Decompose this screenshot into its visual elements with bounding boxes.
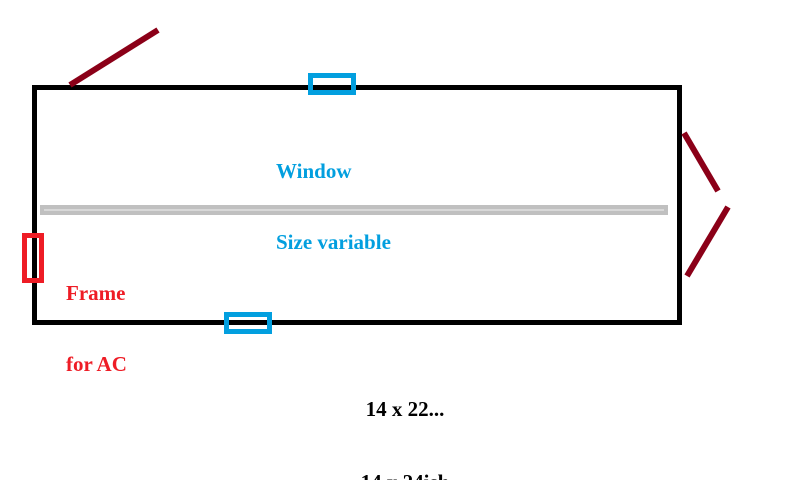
ac-frame-opening-marker bbox=[22, 233, 44, 283]
dimension-caption: 14 x 22... 14 x 24ish (not to scale) bbox=[295, 350, 515, 480]
leader-line-top-left bbox=[68, 27, 160, 88]
dimension-caption-line-2: 14 x 24ish bbox=[295, 470, 515, 480]
leader-line-right-upper bbox=[681, 131, 721, 193]
interior-divider-highlight bbox=[44, 209, 664, 211]
window-label-line-2: Size variable bbox=[276, 229, 391, 254]
window-label: Window Size variable bbox=[276, 113, 391, 301]
dimension-caption-line-1: 14 x 22... bbox=[365, 397, 445, 422]
window-opening-bottom-marker bbox=[224, 312, 272, 334]
window-label-line-1: Window bbox=[276, 159, 352, 184]
room-outline-rectangle bbox=[32, 85, 682, 325]
ac-frame-label: Frame for AC bbox=[66, 235, 127, 423]
window-opening-top-marker bbox=[308, 73, 356, 95]
leader-line-right-lower bbox=[684, 205, 731, 278]
ac-frame-label-line-2: for AC bbox=[66, 351, 127, 376]
ac-frame-label-line-1: Frame bbox=[66, 281, 126, 306]
